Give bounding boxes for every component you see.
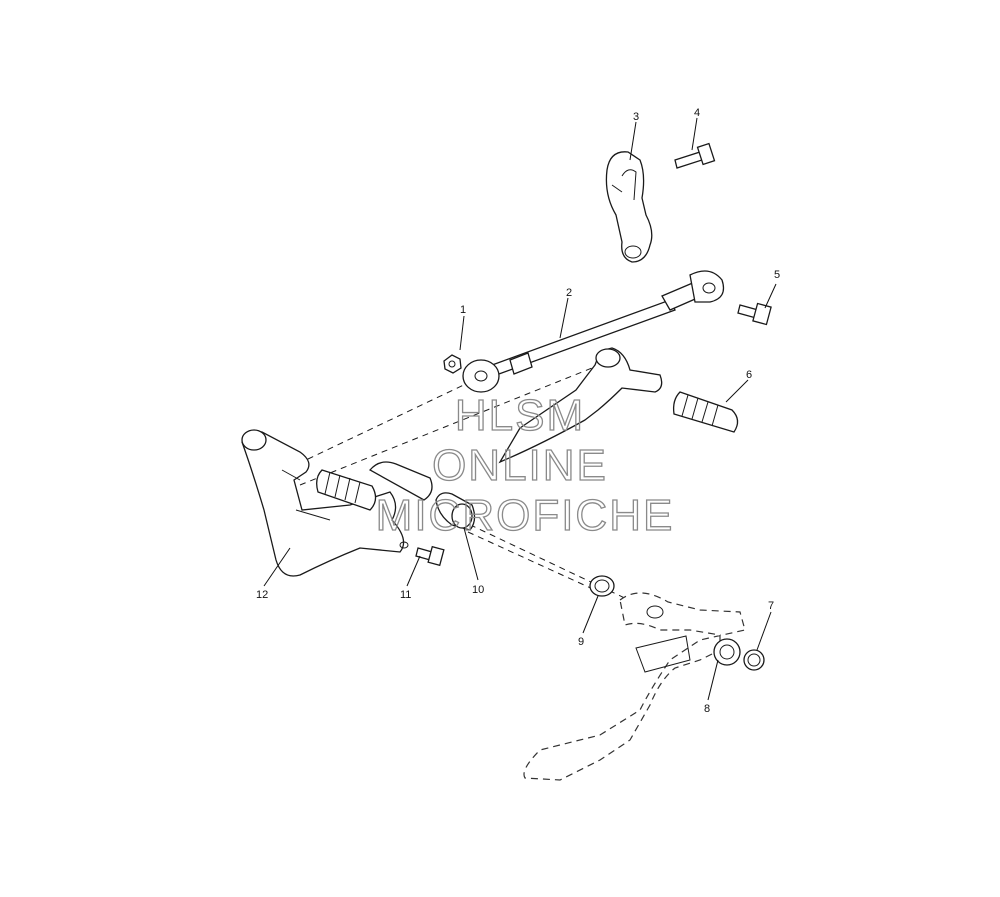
part-12-brake-pedal bbox=[241, 429, 433, 577]
callout-6: 6 bbox=[746, 369, 752, 381]
part-6-footpeg bbox=[672, 391, 739, 433]
callout-2: 2 bbox=[566, 287, 572, 299]
callout-labels: 1 2 3 4 5 6 7 8 9 10 11 12 bbox=[256, 107, 780, 715]
callout-12: 12 bbox=[256, 589, 268, 601]
callout-4: 4 bbox=[694, 107, 700, 119]
shift-arm-upper bbox=[498, 347, 663, 464]
watermark-line-2: ONLINE bbox=[432, 441, 608, 490]
part-10-bushing bbox=[435, 492, 476, 531]
callout-11: 11 bbox=[400, 589, 411, 601]
watermark-line-1: HLSM bbox=[455, 391, 585, 440]
callout-7: 7 bbox=[768, 600, 774, 612]
part-11-bolt bbox=[415, 545, 445, 567]
callout-10: 10 bbox=[472, 584, 484, 596]
callout-9: 9 bbox=[578, 636, 584, 648]
part-5-bolt bbox=[737, 302, 772, 326]
frame-bracket-phantom bbox=[523, 592, 746, 781]
callout-8: 8 bbox=[704, 703, 710, 715]
callout-1: 1 bbox=[460, 304, 466, 316]
watermark-line-3: MICROFICHE bbox=[376, 491, 675, 540]
brake-pedal-footpeg bbox=[316, 469, 377, 511]
part-2-shift-rod bbox=[462, 270, 725, 393]
part-3-shift-lever bbox=[605, 151, 653, 263]
part-8-washer bbox=[713, 638, 741, 666]
part-1-nut bbox=[443, 354, 462, 374]
callout-5: 5 bbox=[774, 269, 780, 281]
part-9-washer bbox=[589, 575, 615, 597]
part-4-bolt bbox=[674, 142, 716, 169]
watermark: HLSM ONLINE MICROFICHE bbox=[375, 390, 675, 540]
callout-3: 3 bbox=[633, 111, 639, 123]
leader-lines bbox=[263, 117, 777, 701]
part-7-clip bbox=[743, 649, 765, 671]
